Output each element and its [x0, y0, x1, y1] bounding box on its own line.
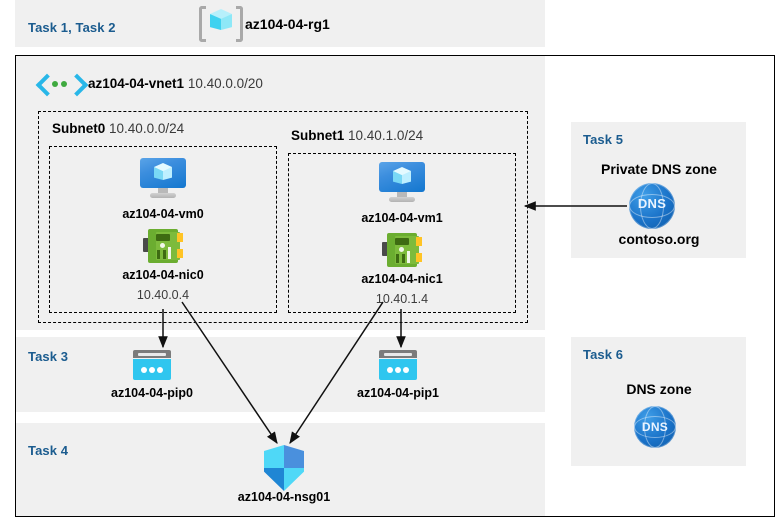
private-dns-zone-name: contoso.org [618, 231, 700, 247]
vnet-address-space: 10.40.0.0/20 [187, 76, 263, 91]
dns-globe-icon: DNS [634, 406, 676, 448]
virtual-machine-icon [379, 162, 425, 204]
public-ip-panel [16, 337, 545, 412]
subnet0-prefix: 10.40.0.0/24 [109, 121, 185, 136]
dns-globe-icon: DNS [629, 183, 675, 229]
resource-group-cube-icon [199, 4, 243, 44]
pip0-name: az104-04-pip0 [111, 386, 193, 400]
resource-group-name: az104-04-rg1 [245, 16, 330, 32]
pip1-name: az104-04-pip1 [357, 386, 439, 400]
network-interface-icon [143, 229, 183, 263]
nic0-name: az104-04-nic0 [122, 268, 204, 282]
dns-globe-label: DNS [637, 196, 667, 211]
task-label-3: Task 3 [28, 349, 69, 364]
vnet-header: az104-04-vnet1 10.40.0.0/20 [88, 76, 263, 91]
subnets-container [38, 111, 528, 323]
virtual-network-icon [35, 70, 89, 100]
vm1-name: az104-04-vm1 [361, 211, 443, 225]
subnet1-box [288, 153, 516, 313]
private-dns-heading: Private DNS zone [601, 161, 717, 177]
task-label-5: Task 5 [583, 132, 624, 147]
task-label-6: Task 6 [583, 347, 624, 362]
subnet1-header: Subnet1 10.40.1.0/24 [291, 128, 423, 143]
network-interface-icon [382, 233, 422, 267]
task-label-1-2: Task 1, Task 2 [28, 20, 116, 35]
resource-group-header-band [15, 0, 545, 47]
virtual-machine-icon [140, 158, 186, 200]
nic1-name: az104-04-nic1 [361, 272, 443, 286]
task-label-4: Task 4 [28, 443, 69, 458]
vm0-name: az104-04-vm0 [122, 207, 204, 221]
public-ip-address-icon [379, 350, 417, 380]
dns-globe-label: DNS [641, 420, 669, 434]
nic1-ip: 10.40.1.4 [375, 292, 429, 306]
vnet-name: az104-04-vnet1 [88, 76, 185, 91]
subnet0-header: Subnet0 10.40.0.0/24 [52, 121, 184, 136]
public-ip-address-icon [133, 350, 171, 380]
nsg-name: az104-04-nsg01 [237, 490, 331, 504]
subnet0-name: Subnet0 [52, 121, 106, 136]
subnet1-name: Subnet1 [291, 128, 345, 143]
subnet1-prefix: 10.40.1.0/24 [348, 128, 424, 143]
public-dns-heading: DNS zone [626, 381, 692, 397]
vnet-panel [16, 56, 545, 330]
nic0-ip: 10.40.0.4 [136, 288, 190, 302]
network-security-group-shield-icon [264, 445, 304, 491]
